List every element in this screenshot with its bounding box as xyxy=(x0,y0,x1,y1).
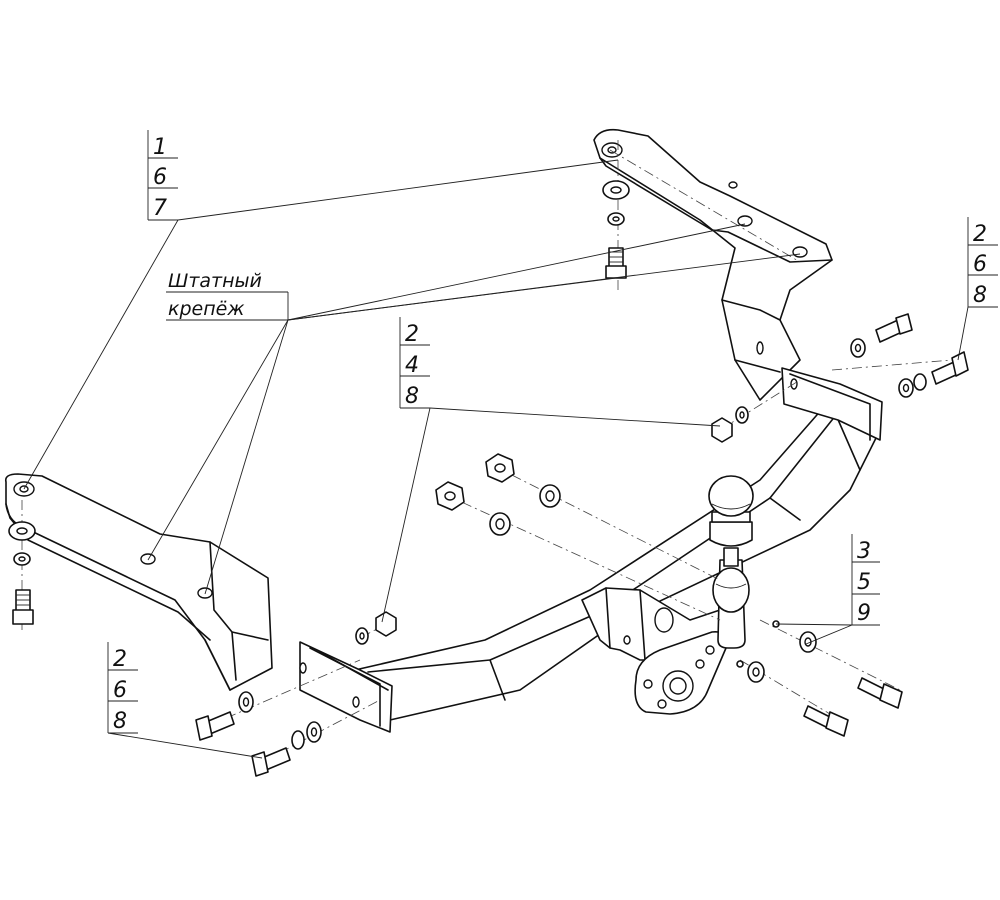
callout-2-4-8: 2 4 8 xyxy=(399,317,430,409)
bracket-bolt-stack-left xyxy=(8,521,36,625)
callout-2-6-8-left: 2 6 8 xyxy=(107,642,138,734)
callout-2-6-8-left-ref: 8 xyxy=(113,709,127,734)
left-end-nut-washer xyxy=(355,611,397,645)
callout-1-6-7-ref: 7 xyxy=(153,196,167,221)
right-side-bolt-lower xyxy=(898,351,969,398)
cross-beam xyxy=(299,367,883,733)
leader-lines xyxy=(23,159,969,759)
callout-3-5-9-pos: 3 xyxy=(857,539,871,564)
right-bracket-hole xyxy=(792,246,808,258)
left-bracket-hole xyxy=(140,553,156,565)
callout-1-6-7-pos: 1 xyxy=(153,135,167,160)
callout-2-6-8-left-qty: 6 xyxy=(113,678,127,703)
left-side-bolt-lower xyxy=(251,721,322,777)
callout-2-6-8-right-pos: 2 xyxy=(973,222,987,247)
callout-2-4-8-pos: 2 xyxy=(405,322,419,347)
hitch-bolt-lower xyxy=(736,660,849,737)
callout-2-6-8-right: 2 6 8 xyxy=(967,217,998,308)
callout-3-5-9-ref: 9 xyxy=(857,601,871,626)
callout-3-5-9-qty: 5 xyxy=(857,570,871,595)
callout-2-6-8-right-ref: 8 xyxy=(973,283,987,308)
bracket-bolt-stack-right xyxy=(602,180,630,279)
right-bracket-hole xyxy=(737,215,753,227)
callout-1-6-7-qty: 6 xyxy=(153,165,167,190)
standard-fastener-line2: крепёж xyxy=(168,298,244,320)
left-side-bolt-upper xyxy=(195,691,254,741)
right-side-bolt-upper xyxy=(850,313,913,358)
callout-2-6-8-left-pos: 2 xyxy=(113,647,127,672)
left-mounting-bracket xyxy=(4,473,273,691)
hitch-bolt-upper xyxy=(772,620,903,709)
tow-ball xyxy=(708,475,754,649)
callout-2-4-8-ref: 8 xyxy=(405,384,419,409)
callout-1-6-7: 1 6 7 xyxy=(147,130,178,221)
right-mounting-bracket xyxy=(593,128,833,401)
callout-2-4-8-qty: 4 xyxy=(405,353,419,378)
callout-3-5-9: 3 5 9 xyxy=(851,534,880,626)
callout-2-6-8-right-qty: 6 xyxy=(973,252,987,277)
callout-standard-fastener: Штатный крепёж xyxy=(166,270,289,321)
socket-plate xyxy=(634,631,728,715)
standard-fastener-line1: Штатный xyxy=(168,270,262,292)
ball-mount-nuts xyxy=(435,453,561,536)
middle-nut-washer xyxy=(711,406,749,443)
